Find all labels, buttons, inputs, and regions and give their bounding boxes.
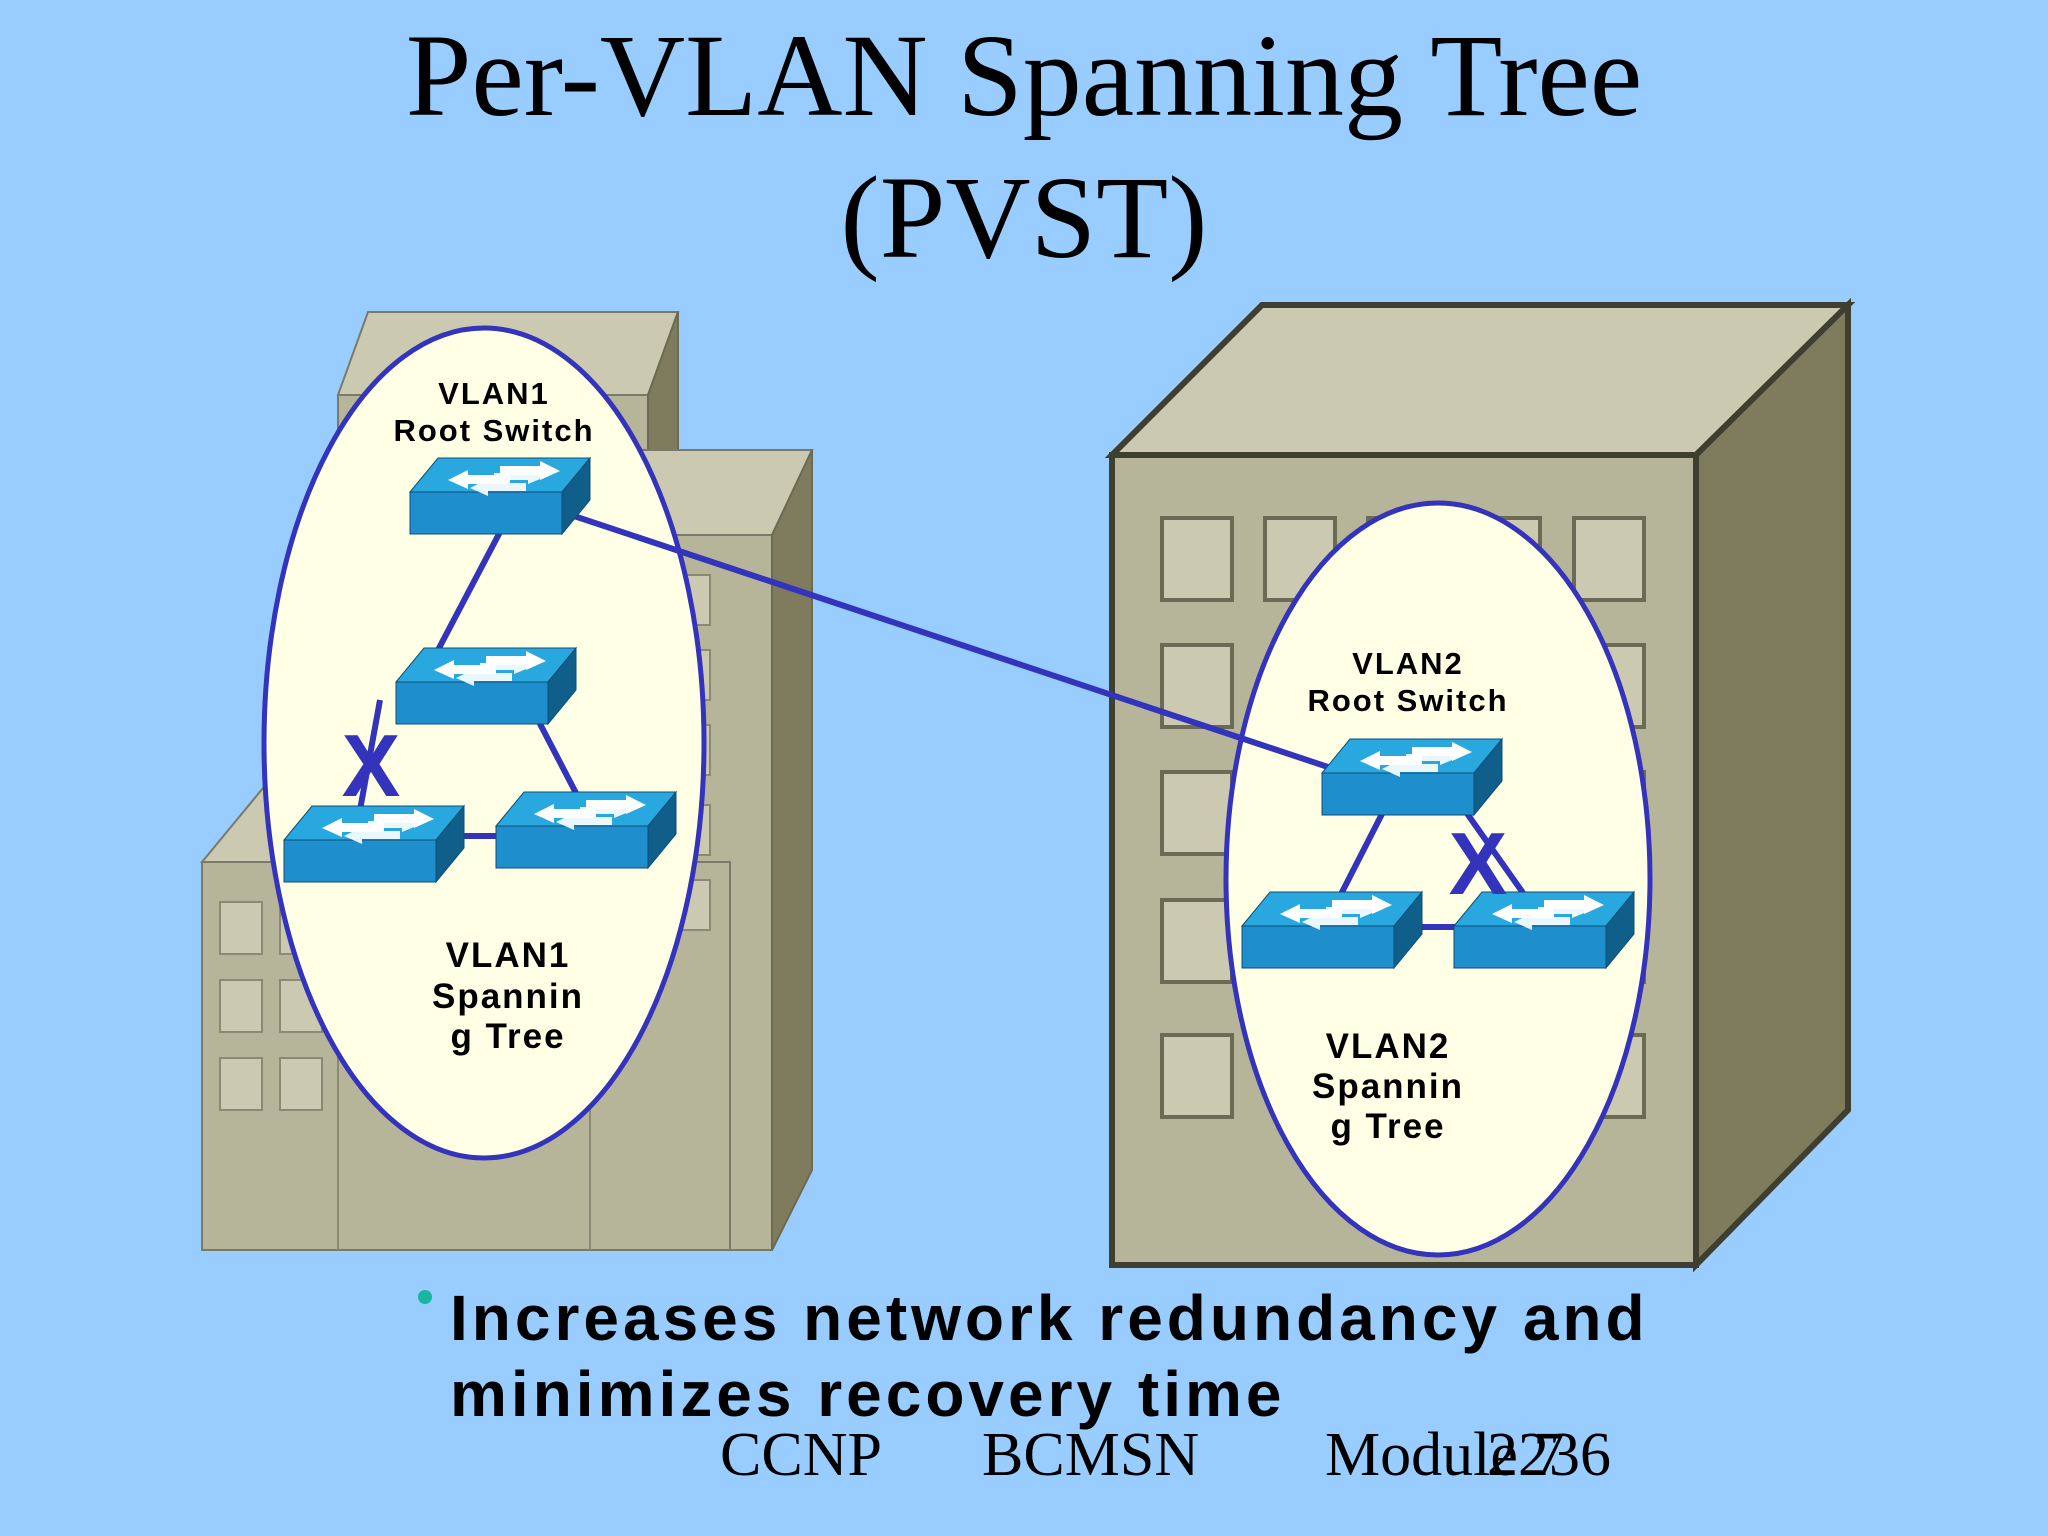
vlan1-tree-label-line-3: g Tree — [450, 1017, 565, 1056]
vlan2-root-label-line-1: VLAN2 — [1352, 646, 1464, 681]
bullet-text: Increases network redundancy and minimiz… — [450, 1282, 1649, 1430]
trunk-link — [561, 509, 1347, 776]
slide-title-line-1: Per-VLAN Spanning Tree — [405, 10, 1643, 141]
vlan2-blocked-port-mark: X — [1449, 814, 1508, 913]
vlan1-root-label-line-2: Root Switch — [393, 413, 594, 448]
vlan1-tree-label-line-2: Spannin — [432, 977, 584, 1016]
switch-icon-vlan2-bottom-left — [1241, 891, 1423, 969]
switch-icon-vlan1-root — [409, 457, 591, 535]
switch-icon-vlan2-root — [1321, 738, 1503, 816]
vlan2-tree-label-line-3: g Tree — [1330, 1107, 1445, 1146]
footer-page-number: 2236 — [1487, 1421, 1611, 1489]
footer-course: CCNP — [720, 1421, 882, 1489]
switch-icon-vlan1-bottom-right — [495, 791, 677, 869]
switch-icon-vlan1-bottom-left — [283, 805, 465, 883]
vlan1-root-label-line-1: VLAN1 — [438, 376, 550, 411]
bullet-icon — [418, 1290, 432, 1304]
footer-exam: BCMSN — [982, 1421, 1200, 1489]
footer-module: Module 7 — [1325, 1421, 1565, 1489]
vlan2-tree-label-line-1: VLAN2 — [1326, 1027, 1451, 1066]
switch-icon-vlan1-middle — [395, 647, 577, 725]
vlan2-root-label-line-2: Root Switch — [1307, 683, 1508, 718]
vlan2-tree-label-line-2: Spannin — [1312, 1067, 1464, 1106]
vlan1-blocked-port-mark: X — [342, 716, 401, 815]
vlan1-spanning-tree-oval — [261, 325, 707, 1161]
vlan1-tree-label-line-1: VLAN1 — [446, 936, 571, 975]
vlan2-spanning-tree-oval — [1223, 500, 1653, 1258]
slide-title-line-2: (PVST) — [840, 152, 1208, 283]
